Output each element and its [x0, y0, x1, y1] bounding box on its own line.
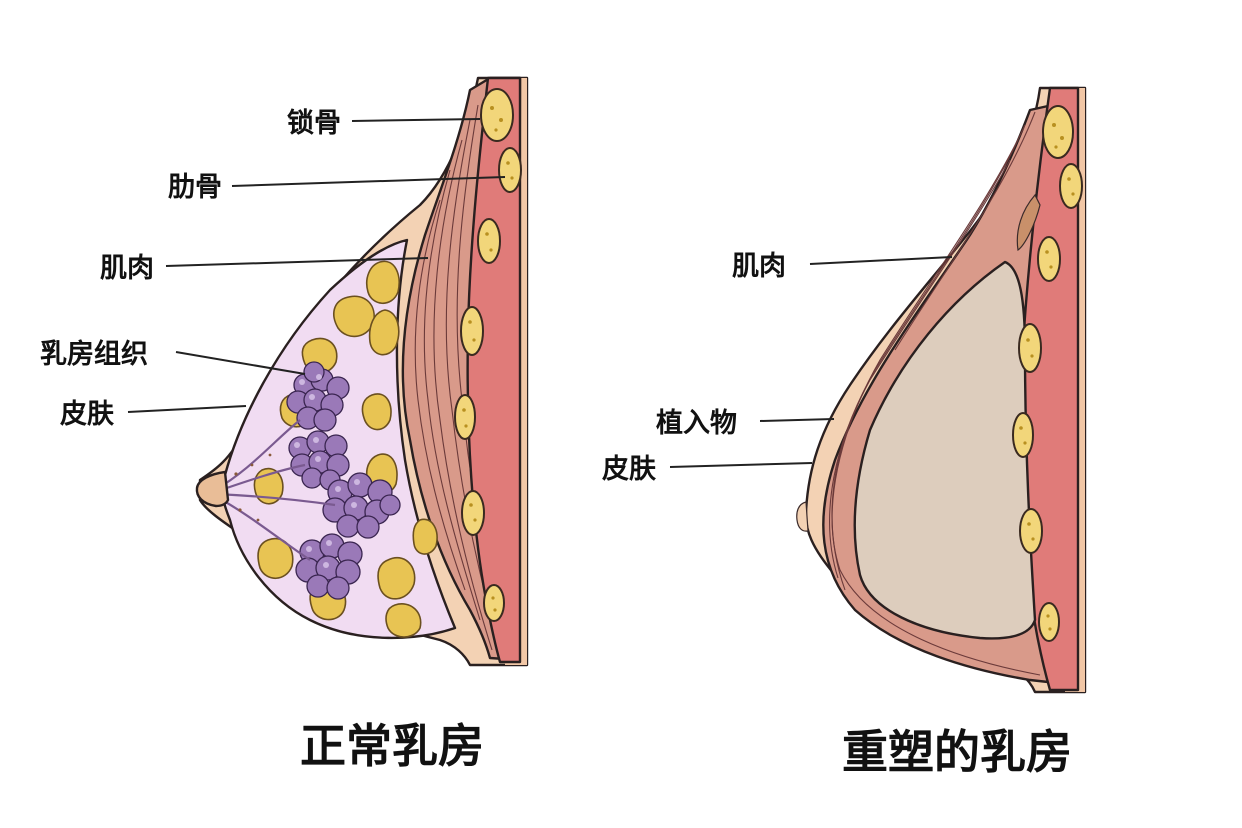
rib-bone — [1059, 163, 1083, 209]
rib-bone — [461, 490, 485, 536]
clavicle-bone — [480, 88, 514, 142]
rib-bone — [1018, 323, 1042, 373]
rib-bone — [1012, 412, 1034, 458]
rib-bone — [498, 147, 522, 193]
leader-lines — [127, 118, 953, 468]
leader-breast-tissue — [175, 351, 306, 375]
title-reconstructed-breast: 重塑的乳房 — [842, 725, 1072, 779]
label-rib: 肋骨 — [168, 172, 222, 203]
left-bones — [454, 88, 522, 622]
lobule-highlights — [294, 374, 360, 568]
leader-implant — [759, 418, 835, 422]
title-normal-breast: 正常乳房 — [300, 719, 484, 773]
rib-bone — [483, 584, 505, 622]
breast-implant — [853, 260, 1037, 640]
label-breast-tissue: 乳房组织 — [40, 338, 148, 370]
rib-bone — [1037, 236, 1061, 282]
labels: 锁骨 肋骨 肌肉 乳房组织 皮肤 肌肉 植入物 皮肤 正常乳房 重塑的乳房 — [40, 107, 1072, 779]
normal-breast-illustration — [195, 76, 529, 667]
leader-skin-left — [127, 405, 247, 413]
rib-bone — [1019, 508, 1043, 554]
right-pec-minor — [1016, 193, 1041, 252]
rib-bone — [460, 306, 484, 356]
label-clavicle: 锁骨 — [287, 107, 341, 139]
label-skin-left: 皮肤 — [60, 399, 115, 430]
label-skin-right: 皮肤 — [602, 454, 657, 485]
leader-skin-right — [669, 462, 813, 468]
label-muscle-left: 肌肉 — [100, 253, 154, 284]
label-muscle-right: 肌肉 — [732, 251, 786, 282]
rib-bone — [454, 394, 476, 440]
label-implant: 植入物 — [656, 407, 737, 439]
leader-muscle-right — [809, 256, 953, 265]
leader-muscle-left — [165, 257, 429, 267]
clavicle-bone — [1042, 105, 1074, 159]
rib-bone — [477, 218, 501, 264]
leader-clavicle — [351, 118, 481, 122]
right-bones — [1012, 105, 1083, 642]
leader-rib — [231, 176, 506, 187]
left-nipple — [195, 470, 230, 508]
right-muscle-fibers — [829, 111, 1041, 676]
left-glandular-lobules — [286, 361, 401, 600]
right-nipple — [796, 501, 809, 532]
rib-bone — [1038, 602, 1060, 642]
reconstructed-breast-illustration — [796, 86, 1087, 694]
